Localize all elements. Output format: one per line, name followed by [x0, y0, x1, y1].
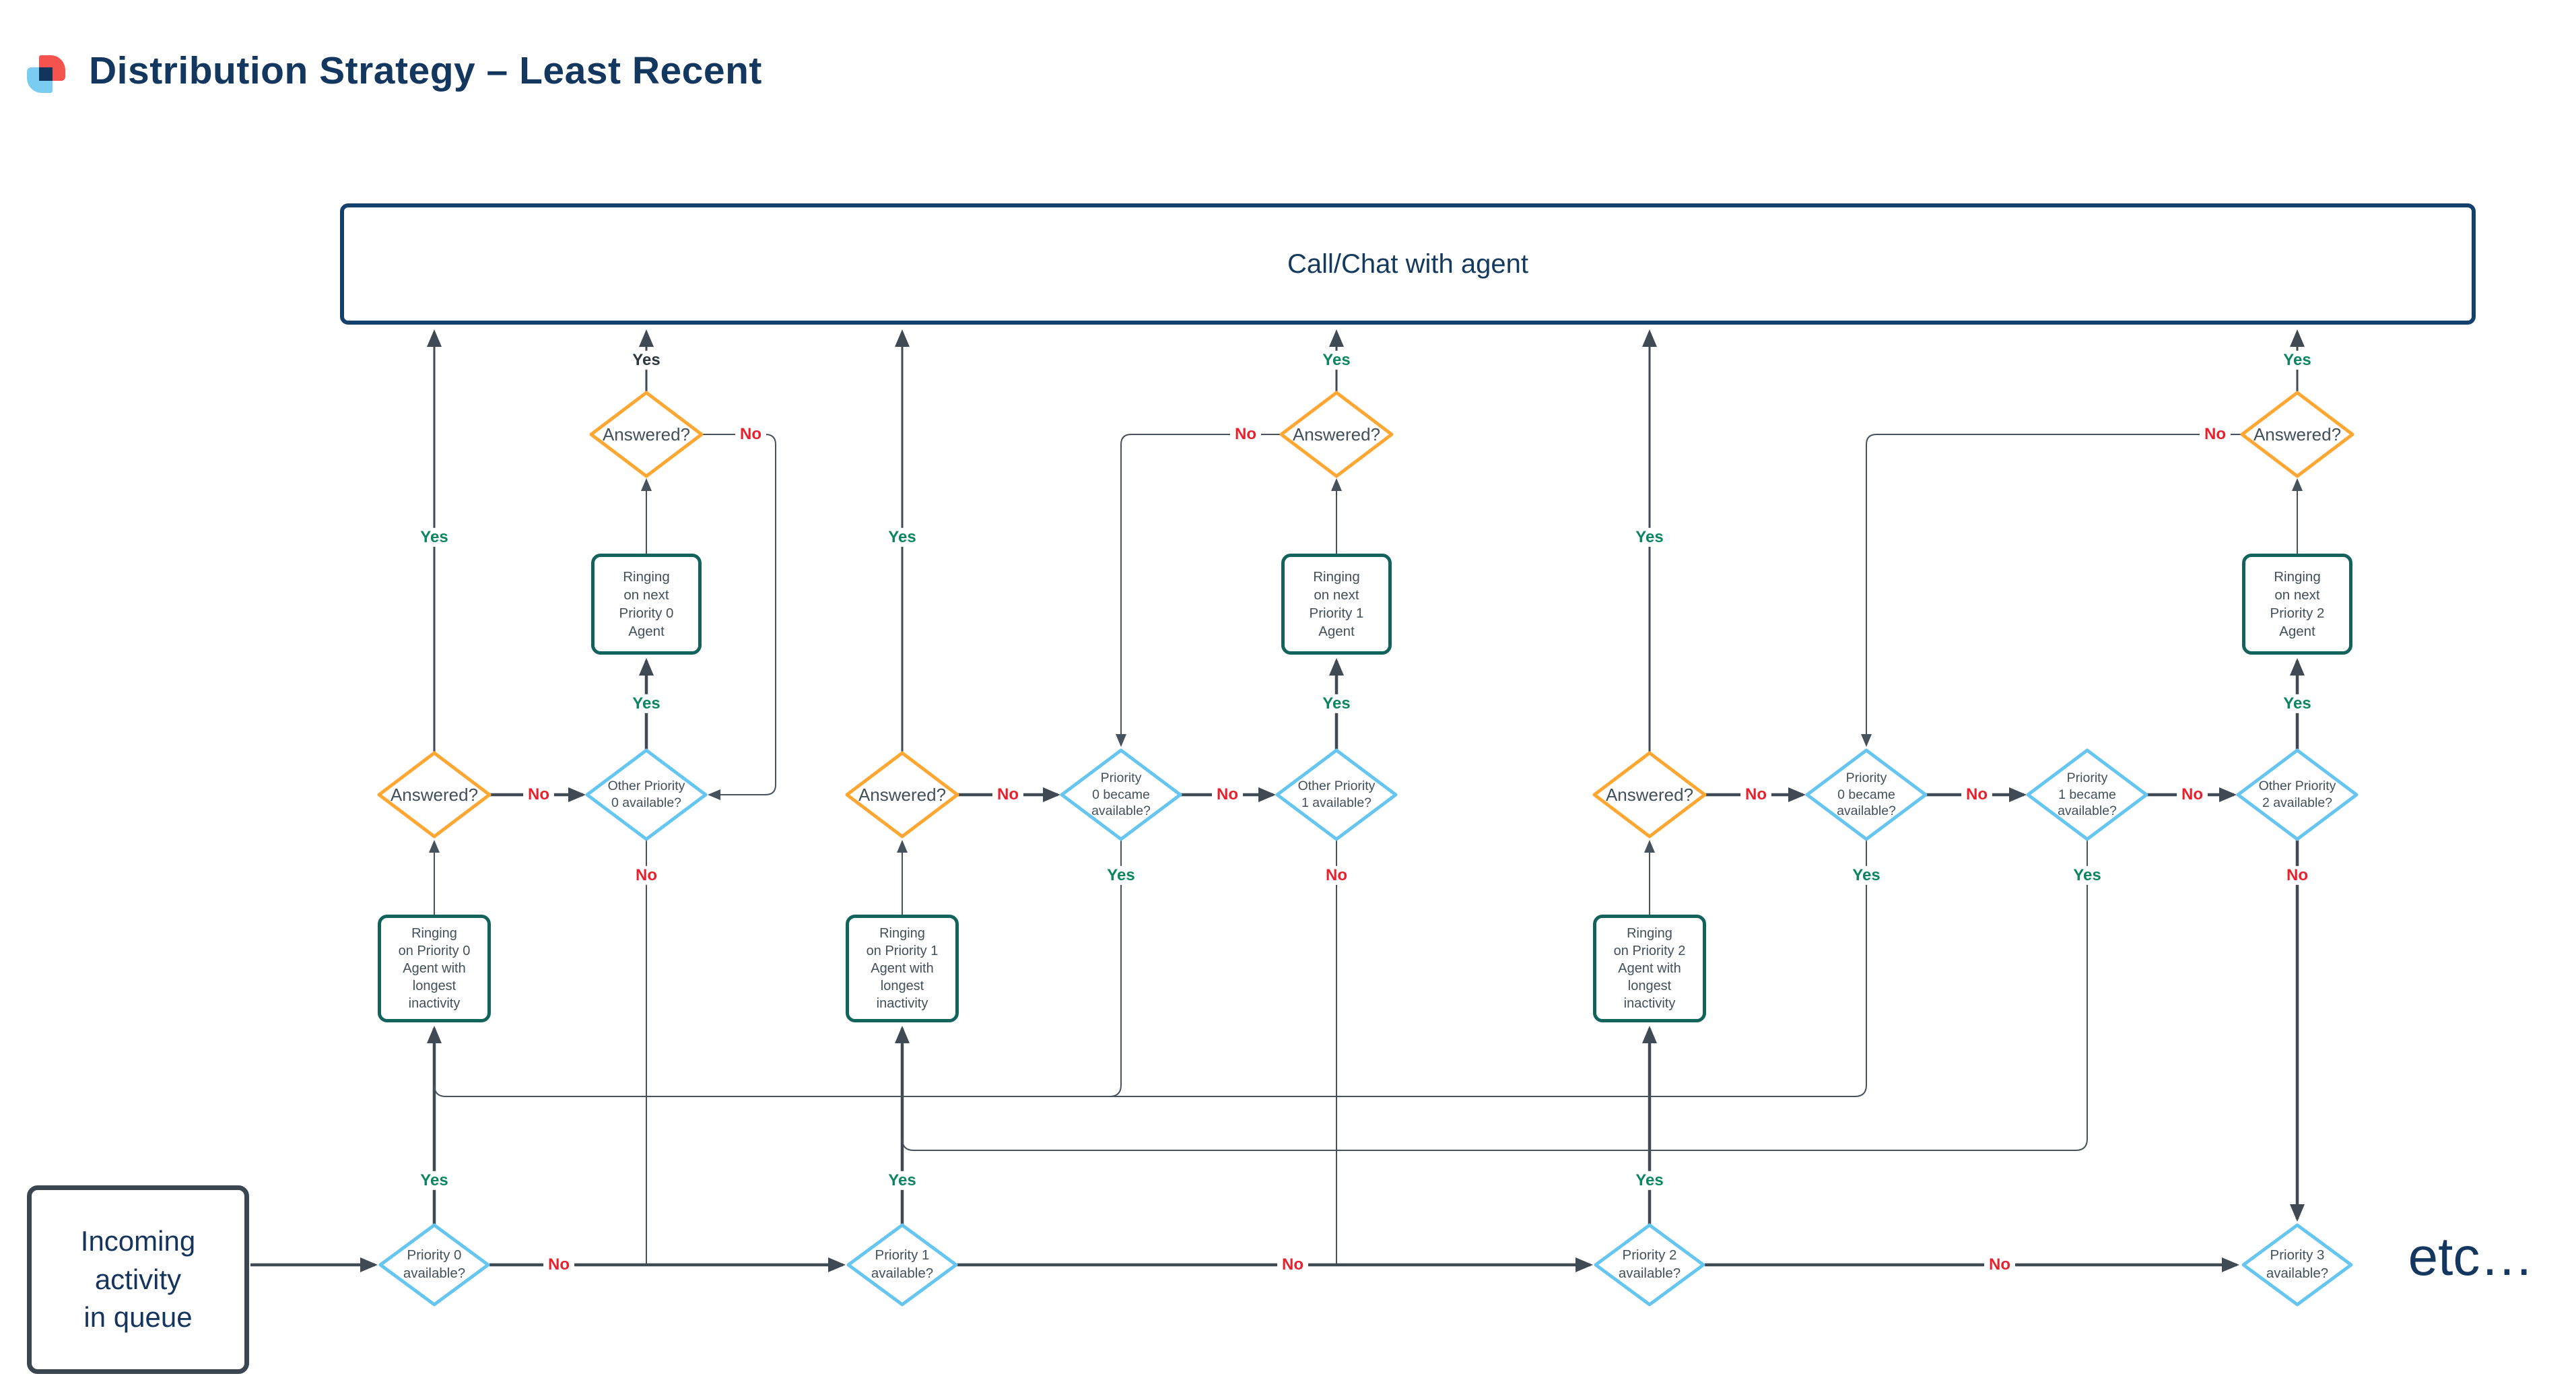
edge-label-no: No: [992, 785, 1023, 805]
diamond-other-p1: [1275, 748, 1398, 841]
edge-label-no: No: [2200, 424, 2231, 445]
node-ringing-next-p2: Ringing on next Priority 2 Agent: [2242, 554, 2352, 655]
diamond-answered-top-p0: [589, 391, 704, 478]
decision-diamonds: [377, 391, 2359, 1307]
edge-label-yes: Yes: [2278, 350, 2316, 370]
diamond-avail-p0: [378, 1223, 490, 1307]
edge-label-yes: Yes: [415, 527, 453, 548]
edge-label-no: No: [2282, 865, 2313, 886]
diamond-became-p0-b: [1805, 748, 1928, 841]
edge-label-yes: Yes: [2278, 694, 2316, 714]
edge-label-yes: Yes: [1318, 350, 1355, 370]
diamond-answered-top-p2: [2240, 391, 2354, 478]
edge-label-no: No: [735, 424, 766, 445]
node-ringing-next-p1: Ringing on next Priority 1 Agent: [1281, 554, 1392, 655]
node-ringing-longest-p2: Ringing on Priority 2 Agent with longest…: [1593, 915, 1706, 1022]
edge-label-yes: Yes: [628, 350, 665, 370]
diamond-answered-mid-p2: [1592, 751, 1707, 839]
edge-label-yes: Yes: [1631, 527, 1668, 548]
diamond-became-p1: [2026, 748, 2148, 841]
edge-label-yes: Yes: [628, 694, 665, 714]
edge-label-no: No: [1230, 424, 1261, 445]
etc-continuation-label: etc…: [2408, 1226, 2534, 1286]
edge-label-yes: Yes: [883, 527, 921, 548]
edge-label-no: No: [523, 785, 554, 805]
edge-label-yes: Yes: [1848, 865, 1885, 886]
edge-label-no: No: [1984, 1255, 2015, 1275]
edge-label-yes: Yes: [2068, 865, 2106, 886]
edge-label-no: No: [543, 1255, 574, 1275]
edge-label-no: No: [1961, 785, 1992, 805]
edge-label-yes: Yes: [1318, 694, 1355, 714]
diamond-answered-top-p1: [1279, 391, 1394, 478]
edge-label-yes: Yes: [1102, 865, 1140, 886]
diamond-answered-mid-p0: [377, 751, 492, 839]
app-logo: [27, 55, 66, 94]
edge-label-yes: Yes: [1631, 1171, 1668, 1191]
diamond-avail-p2: [1594, 1223, 1705, 1307]
diamond-other-p0: [585, 748, 708, 841]
edge-label-no: No: [1321, 865, 1352, 886]
edge-label-no: No: [631, 865, 662, 886]
diamond-avail-p1: [846, 1223, 958, 1307]
edge-label-yes: Yes: [415, 1171, 453, 1191]
diamond-other-p2: [2236, 748, 2359, 841]
edge-label-no: No: [1212, 785, 1243, 805]
edge-label-no: No: [2177, 785, 2208, 805]
node-call-chat-with-agent: Call/Chat with agent: [340, 203, 2476, 325]
edge-label-no: No: [1277, 1255, 1308, 1275]
node-ringing-next-p0: Ringing on next Priority 0 Agent: [591, 554, 702, 655]
node-ringing-longest-p0: Ringing on Priority 0 Agent with longest…: [378, 915, 491, 1022]
edge-label-yes: Yes: [883, 1171, 921, 1191]
diamond-became-p0-a: [1060, 748, 1182, 841]
node-incoming-activity: Incoming activity in queue: [27, 1185, 249, 1374]
node-ringing-longest-p1: Ringing on Priority 1 Agent with longest…: [846, 915, 959, 1022]
logo-navy-shape: [39, 67, 53, 81]
page-title: Distribution Strategy – Least Recent: [89, 49, 762, 92]
diamond-answered-mid-p1: [845, 751, 959, 839]
edge-label-no: No: [1740, 785, 1771, 805]
diamond-avail-p3: [2241, 1223, 2353, 1307]
